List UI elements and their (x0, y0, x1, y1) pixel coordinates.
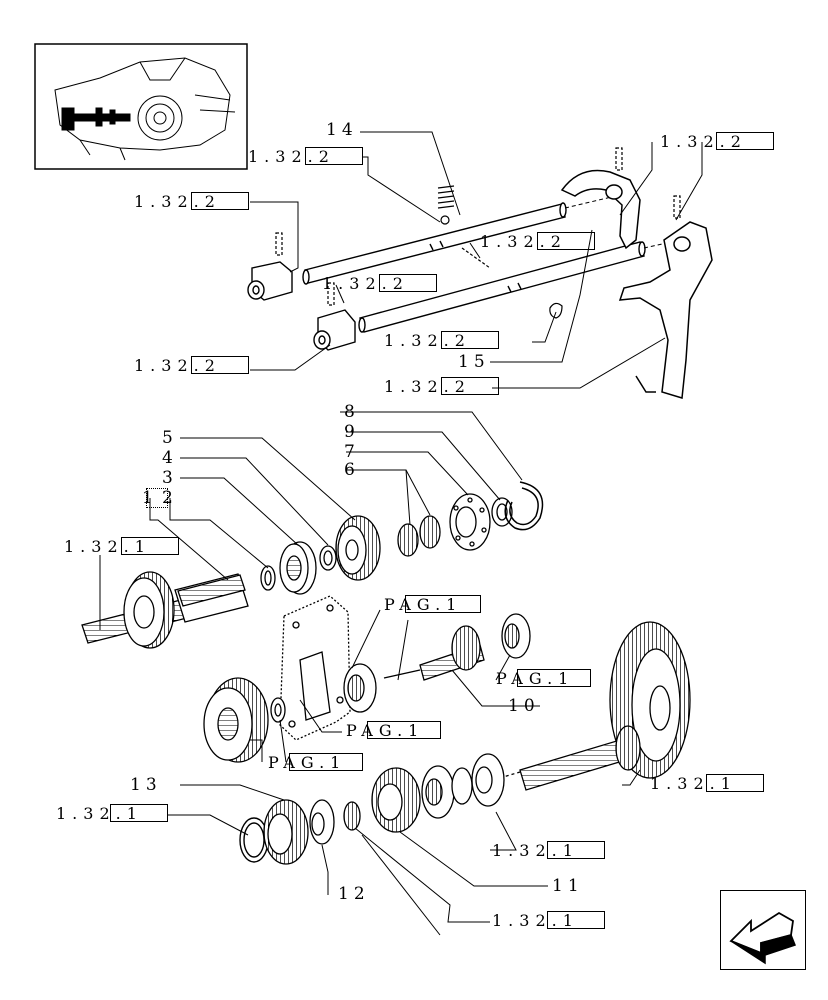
label-4: 4 (162, 448, 178, 468)
ref-1321-b-box (706, 774, 764, 792)
label-7: 7 (344, 442, 360, 462)
ref-1321-c-box (110, 804, 168, 822)
label-3: 3 (162, 468, 178, 488)
label-13: 13 (130, 775, 162, 795)
ref-1322-e[interactable]: 1.32.2 (384, 331, 471, 350)
label-6: 6 (344, 460, 360, 480)
ref-1322-d-box (379, 274, 437, 292)
ref-1322-b-box (191, 192, 249, 210)
label-9: 9 (344, 422, 360, 442)
label-11: 11 (552, 876, 584, 896)
ref-1322-h-box (716, 132, 774, 150)
bearing-7 (449, 493, 491, 551)
washer-4 (319, 545, 337, 571)
bearing-bottom (421, 753, 505, 819)
gear-5 (335, 515, 381, 581)
coupler-3 (279, 541, 317, 595)
ref-1322-g[interactable]: 1.32.2 (384, 377, 471, 396)
label-2: 2 (162, 488, 178, 508)
ref-1322-a-box (305, 147, 363, 165)
ref-1322-f-box (191, 356, 249, 374)
shift-block-lower (313, 309, 356, 351)
ref-1322-c-box (537, 232, 595, 250)
previous-page-button[interactable] (720, 890, 806, 970)
gear-pag1 (203, 677, 269, 763)
ref-1321-b[interactable]: 1.32.1 (650, 774, 737, 793)
label-1: 1 (142, 488, 158, 508)
ring-2 (260, 565, 276, 591)
shift-rod-lower (358, 241, 646, 333)
ref-1322-h[interactable]: 1.32.2 (660, 132, 747, 151)
shift-block-upper (247, 261, 293, 301)
ref-1322-c[interactable]: 1.32.2 (480, 232, 567, 251)
ref-1322-a[interactable]: 1.32.2 (248, 147, 335, 166)
snap-ring-bottom (239, 817, 269, 863)
ref-1322-b[interactable]: 1.32.2 (134, 192, 221, 211)
pinion-shaft (499, 725, 641, 791)
label-10: 10 (508, 696, 540, 716)
ref-1321-c[interactable]: 1.32.1 (56, 804, 143, 823)
label-14: 14 (326, 120, 358, 140)
shift-fork-lower (618, 221, 713, 399)
leader-lines (99, 131, 703, 936)
previous-page-arrow-icon (729, 911, 796, 965)
tractor-transmission-thumbnail-icon (54, 57, 236, 161)
shift-rod-upper (302, 202, 567, 285)
housing-plate (279, 595, 351, 741)
ref-1322-d[interactable]: 1.32.2 (322, 274, 409, 293)
bearing-small (343, 801, 361, 831)
ref-pag1-b[interactable]: PAG.1 (496, 669, 575, 688)
ref-pag1-c-box (367, 721, 441, 739)
ref-pag1-d-box (289, 753, 363, 771)
label-5: 5 (162, 428, 178, 448)
spacer-12 (309, 799, 335, 845)
ref-1322-f[interactable]: 1.32.2 (134, 356, 221, 375)
ref-1321-a-box (121, 537, 179, 555)
gear-13 (263, 799, 309, 865)
ref-1321-e-box (547, 911, 605, 929)
thumbnail-frame[interactable] (34, 43, 248, 170)
detent-spring (437, 185, 455, 225)
ref-1322-g-box (441, 377, 499, 395)
detent-ball (549, 302, 563, 319)
ref-1322-e-box (441, 331, 499, 349)
label-2-box (146, 488, 168, 508)
ref-pag1-a[interactable]: PAG.1 (384, 595, 463, 614)
ref-1321-a[interactable]: 1.32.1 (64, 537, 151, 556)
ref-pag1-c[interactable]: PAG.1 (346, 721, 425, 740)
snap-ring-8 (504, 481, 544, 531)
roller-cage-6 (397, 515, 441, 557)
bearing-pag1-left (343, 663, 377, 713)
gear-1 (123, 571, 175, 649)
roll-pins (275, 147, 681, 306)
ref-pag1-d[interactable]: PAG.1 (268, 753, 347, 772)
shift-fork-upper (560, 169, 641, 250)
bearing-pag1-right (501, 613, 531, 659)
ref-1321-d[interactable]: 1.32.1 (492, 841, 579, 860)
ref-pag1-b-box (517, 669, 591, 687)
shaft-10 (383, 625, 485, 681)
label-15: 15 (458, 352, 490, 372)
ref-1321-d-box (547, 841, 605, 859)
gear-11 (371, 767, 421, 833)
label-8: 8 (344, 402, 360, 422)
label-12: 12 (338, 884, 370, 904)
washer-pag1 (270, 697, 286, 723)
ref-pag1-a-box (405, 595, 481, 613)
ref-1321-e[interactable]: 1.32.1 (492, 911, 579, 930)
